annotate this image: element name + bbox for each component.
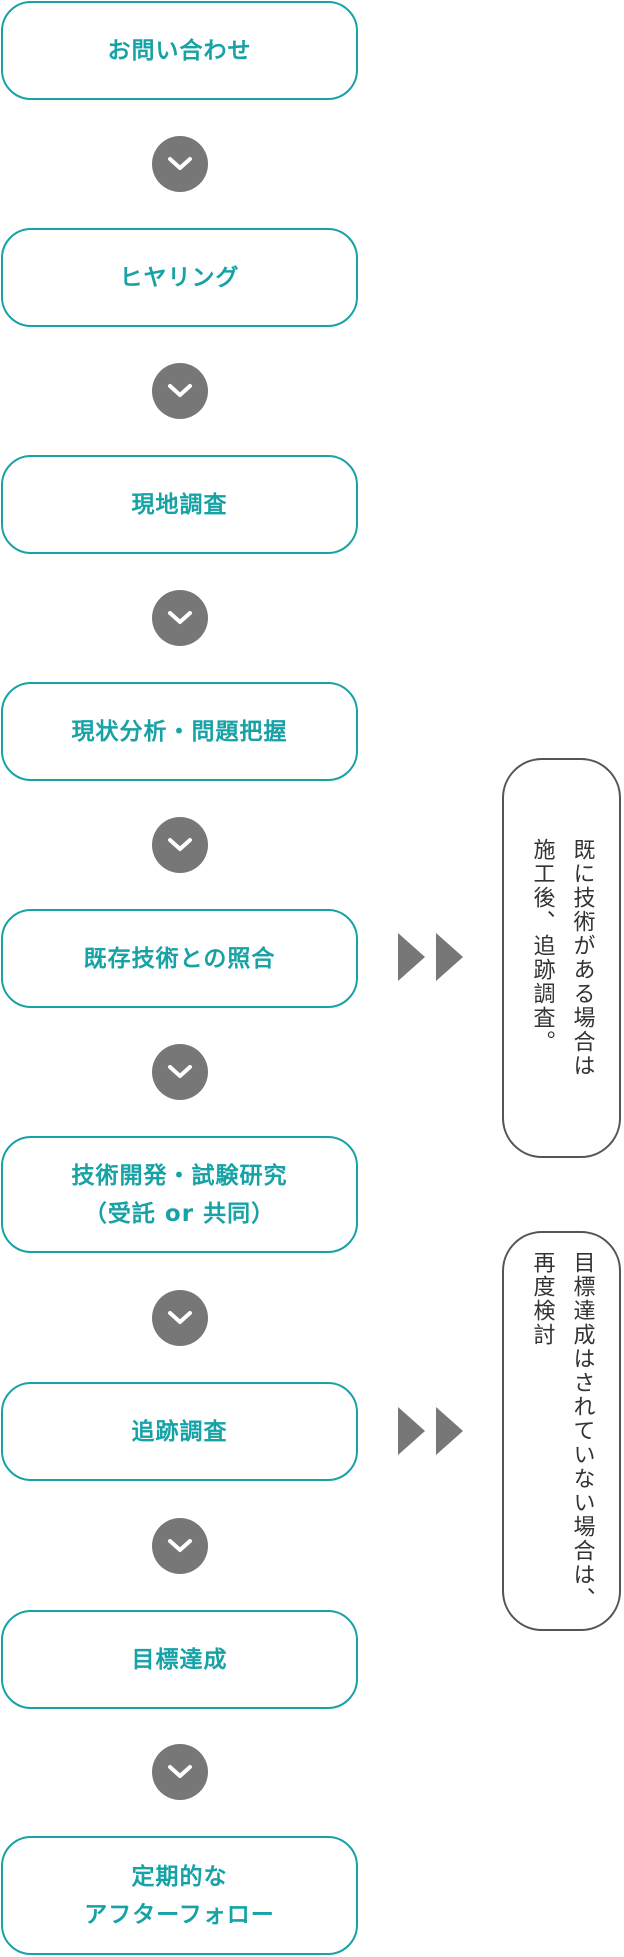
chevron-down-icon [152, 1518, 208, 1574]
flow-step-development: 技術開発・試験研究 （受託 or 共同） [1, 1136, 358, 1253]
flow-step-site-survey: 現地調査 [1, 455, 358, 554]
flow-step-label: 現地調査 [131, 491, 228, 518]
chevron-down-icon [152, 1744, 208, 1800]
flow-step-label: 追跡調査 [131, 1418, 228, 1445]
chevron-down-icon [152, 590, 208, 646]
flow-step-label: ヒヤリング [119, 264, 240, 291]
note-text: 既に技術がある場合は 施工後、追跡調査。 [529, 838, 595, 1078]
note-goal-not-achieved: 目標達成はされていない場合は、 再度検討 [502, 1231, 621, 1631]
chevron-down-icon [152, 1044, 208, 1100]
flow-step-aftercare: 定期的な アフターフォロー [1, 1836, 358, 1955]
double-triangle-right-icon [398, 1407, 464, 1455]
flow-step-analysis: 現状分析・問題把握 [1, 682, 358, 781]
flow-step-hearing: ヒヤリング [1, 228, 358, 327]
note-existing-tech: 既に技術がある場合は 施工後、追跡調査。 [502, 758, 621, 1158]
flow-step-label: 現状分析・問題把握 [71, 718, 288, 745]
flow-step-label: 目標達成 [131, 1646, 228, 1673]
flow-step-followup-survey: 追跡調査 [1, 1382, 358, 1481]
chevron-down-icon [152, 1290, 208, 1346]
double-triangle-right-icon [398, 933, 464, 981]
flow-step-inquiry: お問い合わせ [1, 1, 358, 100]
flow-step-existing-tech: 既存技術との照合 [1, 909, 358, 1008]
flow-step-label: 既存技術との照合 [83, 945, 276, 972]
flow-step-label: お問い合わせ [107, 37, 252, 64]
flow-step-label: 定期的な アフターフォロー [84, 1863, 275, 1928]
note-text: 目標達成はされていない場合は、 再度検討 [529, 1251, 595, 1611]
chevron-down-icon [152, 363, 208, 419]
chevron-down-icon [152, 136, 208, 192]
chevron-down-icon [152, 817, 208, 873]
flow-step-goal-achieved: 目標達成 [1, 1610, 358, 1709]
flow-step-label: 技術開発・試験研究 （受託 or 共同） [71, 1162, 288, 1227]
